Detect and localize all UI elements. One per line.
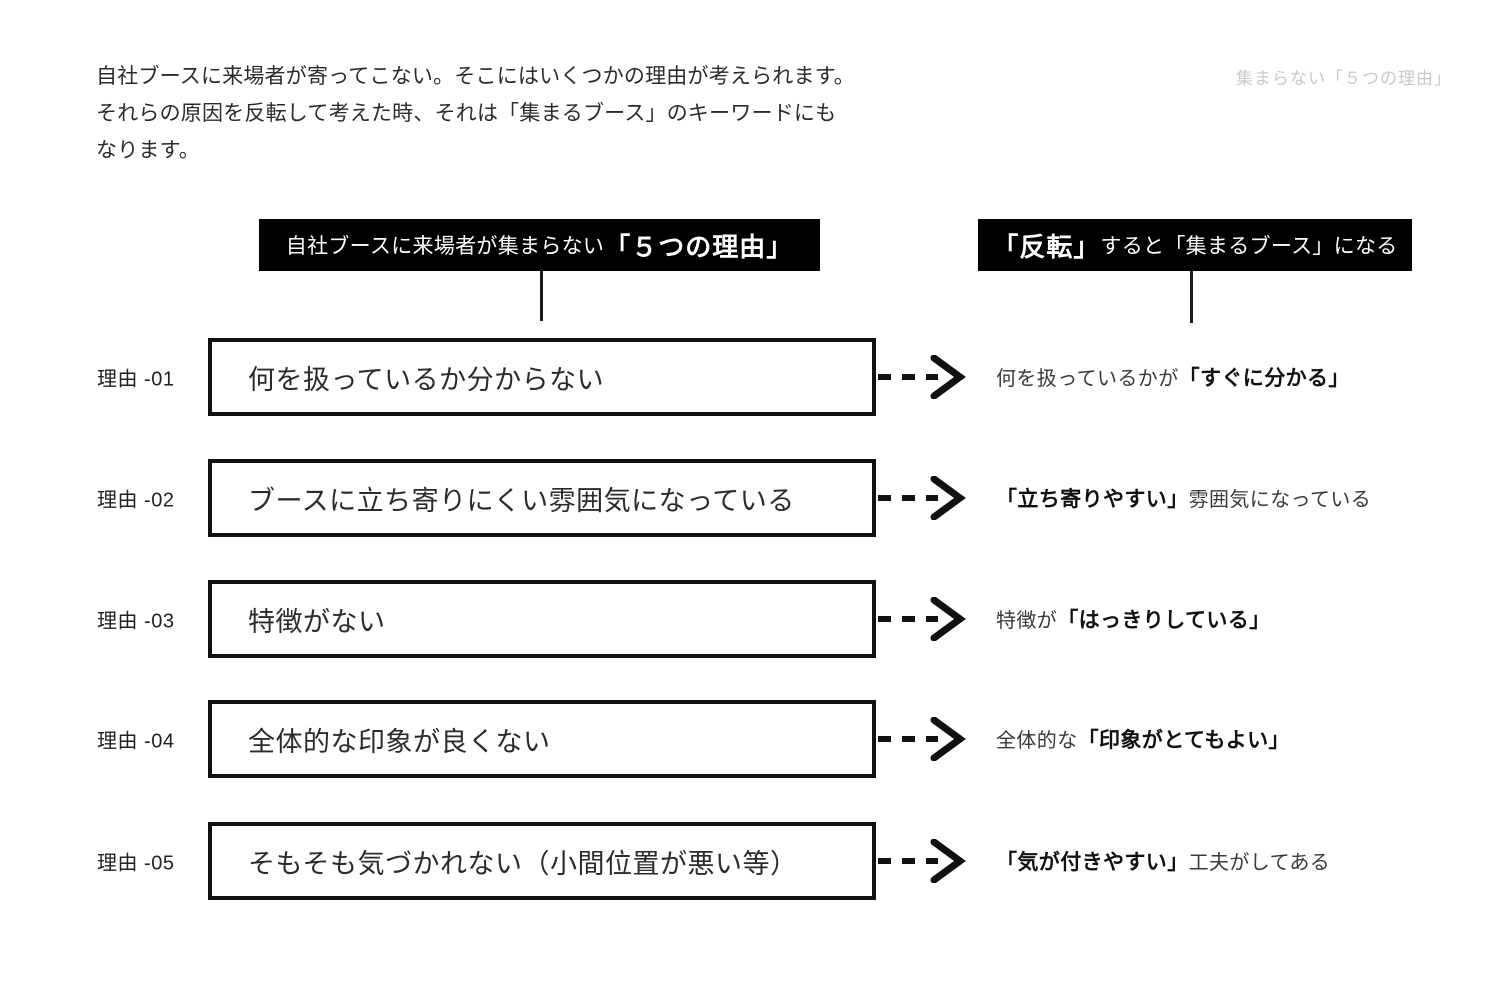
flip-keyword: 「立ち寄りやすい」 [996,488,1189,511]
reason-row: 理由 -01 何を扱っているか分からない 何を扱っているかが「すぐに分かる」 [0,338,1500,416]
intro-line-3: なります。 [96,139,200,162]
flip-statement: 特徴が「はっきりしている」 [996,604,1271,634]
dashed-arrow-icon [876,717,966,761]
header-bar-flip-strong: 「反転」 [992,231,1101,262]
reason-row: 理由 -03 特徴がない 特徴が「はっきりしている」 [0,580,1500,658]
flip-prefix: 特徴が [996,610,1058,632]
reason-row: 理由 -04 全体的な印象が良くない 全体的な「印象がとてもよい」 [0,700,1500,778]
flip-statement: 全体的な「印象がとてもよい」 [996,724,1290,754]
reason-text: そもそも気づかれない（小間位置が悪い等） [248,848,798,879]
dashed-arrow-icon [876,597,966,641]
reason-box[interactable]: 全体的な印象が良くない [208,700,876,778]
reason-box[interactable]: 特徴がない [208,580,876,658]
reason-row: 理由 -02 ブースに立ち寄りにくい雰囲気になっている 「立ち寄りやすい」雰囲気にな… [0,459,1500,537]
reason-text: 特徴がない [248,606,386,637]
header-bar-reasons-normal: 自社ブースに来場者が集まらない [285,235,605,258]
flip-suffix: 雰囲気になっている [1188,489,1372,511]
reason-box[interactable]: 何を扱っているか分からない [208,338,876,416]
dashed-arrow-icon [876,355,966,399]
reason-text: 何を扱っているか分からない [248,364,605,395]
flip-prefix: 何を扱っているかが [996,368,1179,390]
dashed-arrow-icon [876,476,966,520]
reason-index-label: 理由 -03 [97,610,175,633]
reason-index-label: 理由 -02 [97,489,175,512]
header-bar-reasons: 自社ブースに来場者が集まらない 「５つの理由」 [259,219,820,271]
reason-index-label: 理由 -01 [97,368,175,391]
flip-suffix: 工夫がしてある [1188,852,1331,874]
intro-line-2: それらの原因を反転して考えた時、それは「集まるブース」のキーワードにも [96,102,837,125]
reason-index-label: 理由 -05 [97,852,175,875]
flip-prefix: 全体的な [996,730,1078,752]
intro-line-1: 自社ブースに来場者が寄ってこない。そこにはいくつかの理由が考えられます。 [96,65,855,88]
flip-statement: 何を扱っているかが「すぐに分かる」 [996,362,1350,392]
flip-statement: 「立ち寄りやすい」雰囲気になっている [996,483,1371,513]
intro-paragraph: 自社ブースに来場者が寄ってこない。そこにはいくつかの理由が考えられます。 それら… [96,58,886,169]
flip-statement: 「気が付きやすい」工夫がしてある [996,846,1330,876]
page-label: 集まらない「５つの理由」 [1236,69,1452,88]
flip-keyword: 「すぐに分かる」 [1178,367,1350,390]
header-bar-flip-normal: すると「集まるブース」になる [1100,235,1398,258]
flip-keyword: 「はっきりしている」 [1057,609,1271,632]
flip-keyword: 「印象がとてもよい」 [1077,729,1290,752]
header-bar-reasons-strong: 「５つの理由」 [604,231,794,262]
reason-text: ブースに立ち寄りにくい雰囲気になっている [248,485,795,516]
reason-index-label: 理由 -04 [97,730,175,753]
flip-keyword: 「気が付きやすい」 [996,851,1189,874]
reason-text: 全体的な印象が良くない [248,726,551,757]
reason-box[interactable]: ブースに立ち寄りにくい雰囲気になっている [208,459,876,537]
header-bar-flip: 「反転」 すると「集まるブース」になる [978,219,1412,271]
connector-stem-right [1190,271,1193,323]
reason-box[interactable]: そもそも気づかれない（小間位置が悪い等） [208,822,876,900]
connector-stem-left [540,271,543,321]
dashed-arrow-icon [876,839,966,883]
reason-row: 理由 -05 そもそも気づかれない（小間位置が悪い等） 「気が付きやすい」工夫がして… [0,822,1500,900]
